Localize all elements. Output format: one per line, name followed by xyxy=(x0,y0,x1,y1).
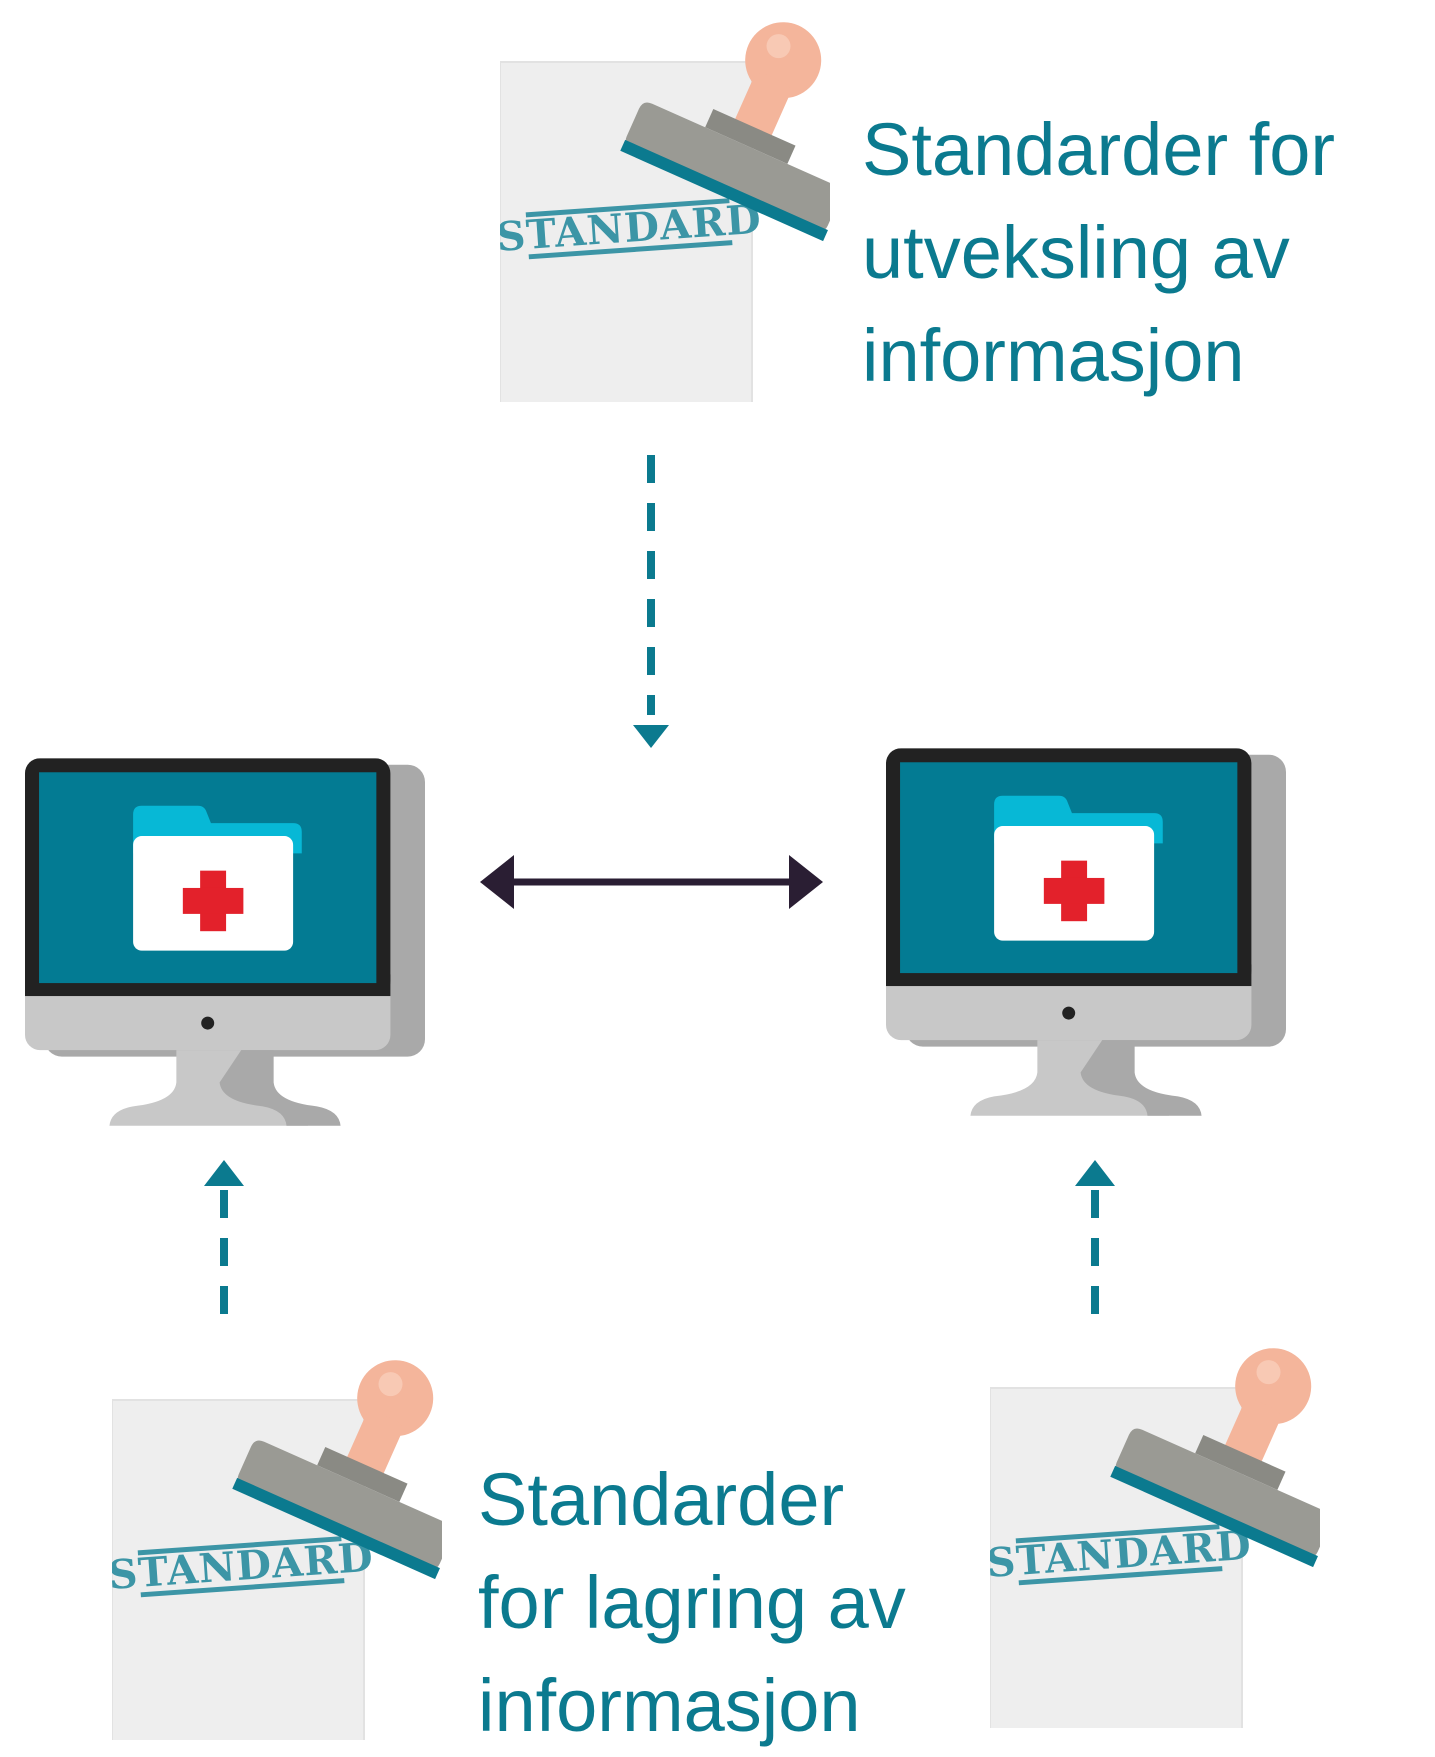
label-exchange-standards: Standarder for utveksling av informasjon xyxy=(862,108,1336,397)
document-stamp-bottom-right xyxy=(990,1328,1320,1728)
document-stamp-bottom-left xyxy=(112,1340,442,1740)
label-storage-standards: Standarder for lagring av informasjon xyxy=(478,1458,906,1747)
